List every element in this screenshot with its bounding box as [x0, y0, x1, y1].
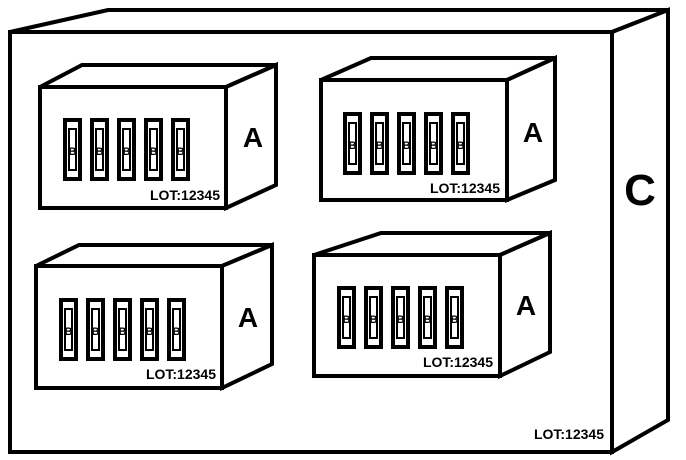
switch-label: B [65, 326, 73, 338]
switch-label: B [177, 146, 185, 158]
module-label: A [243, 122, 263, 153]
switch-label: B [173, 326, 181, 338]
switch-label: B [457, 140, 465, 152]
switch: B [144, 118, 163, 181]
switch: B [86, 298, 105, 361]
switch-label: B [403, 140, 411, 152]
switch-label: B [424, 314, 432, 326]
module-lot-label: LOT:12345 [423, 354, 493, 370]
switch: B [167, 298, 186, 361]
module-label: A [516, 290, 536, 321]
switch: B [424, 112, 443, 175]
switch: B [391, 286, 410, 349]
module-label: A [238, 302, 258, 333]
switch-array: B B B B B [337, 286, 464, 349]
switch: B [397, 112, 416, 175]
container-label: C [624, 166, 656, 215]
switch-label: B [123, 146, 131, 158]
switch: B [370, 112, 389, 175]
switch-label: B [430, 140, 438, 152]
switch: B [140, 298, 159, 361]
module-box-2: B B B B B A LOT:12345 [319, 54, 557, 203]
container-side-face [610, 7, 670, 456]
switch: B [418, 286, 437, 349]
switch: B [59, 298, 78, 361]
switch: B [90, 118, 109, 181]
switch: B [343, 112, 362, 175]
module-box-4: B B B B B A LOT:12345 [312, 229, 552, 380]
switch: B [113, 298, 132, 361]
switch-label: B [376, 140, 384, 152]
switch-label: B [92, 326, 100, 338]
module-lot-label: LOT:12345 [146, 366, 216, 382]
container-lot-label: LOT:12345 [534, 426, 604, 442]
switch: B [63, 118, 82, 181]
module-box-1: B B B B B A LOT:12345 [38, 61, 278, 212]
switch: B [451, 112, 470, 175]
switch: B [445, 286, 464, 349]
switch: B [337, 286, 356, 349]
switch-label: B [397, 314, 405, 326]
switch-label: B [146, 326, 154, 338]
module-label: A [523, 117, 543, 148]
switch-label: B [119, 326, 127, 338]
switch: B [171, 118, 190, 181]
container-top-face [9, 8, 669, 34]
switch-array: B B B B B [343, 112, 470, 175]
switch-label: B [370, 314, 378, 326]
module-lot-label: LOT:12345 [430, 180, 500, 196]
switch-label: B [96, 146, 104, 158]
module-box-3: B B B B B A LOT:12345 [34, 241, 274, 392]
switch-array: B B B B B [63, 118, 190, 181]
switch-label: B [150, 146, 158, 158]
switch-label: B [343, 314, 351, 326]
switch: B [364, 286, 383, 349]
module-lot-label: LOT:12345 [150, 187, 220, 203]
switch-label: B [69, 146, 77, 158]
switch-label: B [451, 314, 459, 326]
switch-array: B B B B B [59, 298, 186, 361]
switch-label: B [349, 140, 357, 152]
switch: B [117, 118, 136, 181]
